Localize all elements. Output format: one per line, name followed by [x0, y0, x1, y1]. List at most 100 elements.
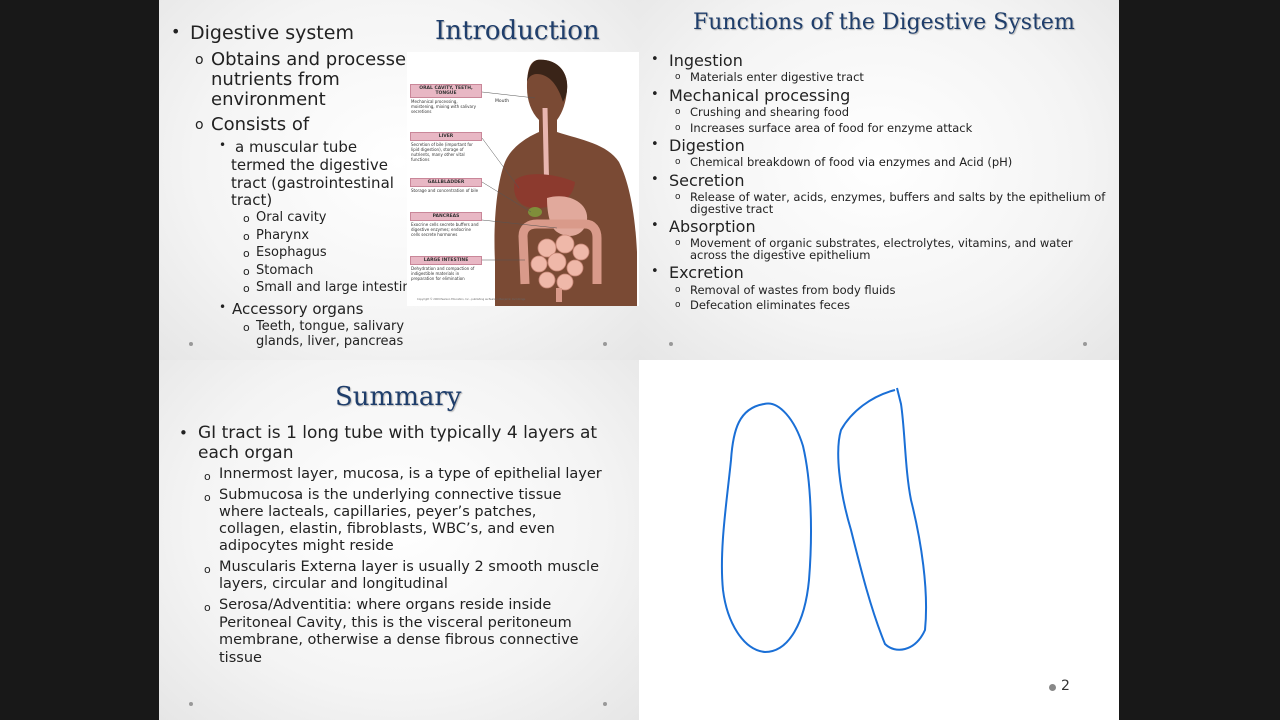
bullet-line: tract) — [231, 191, 273, 209]
summary-line: tissue — [219, 650, 262, 666]
slide-dot — [1049, 684, 1056, 691]
page-number: 2 — [1061, 678, 1070, 694]
function-detail: Materials enter digestive tract — [690, 70, 864, 84]
summary-line: GI tract is 1 long tube with typically 4… — [198, 423, 598, 443]
bullet-marker: • — [171, 22, 181, 41]
sub-bullet-marker: o — [675, 72, 681, 82]
sub-bullet-marker: o — [243, 212, 250, 225]
list-item: Esophagus — [256, 245, 327, 260]
slide-title: Functions of the Digestive System — [693, 10, 1075, 35]
sub-bullet-marker: o — [243, 265, 250, 278]
function-heading-ingestion: Ingestion — [669, 51, 743, 70]
label-large-intestine: LARGE INTESTINE Dehydration and compacti… — [410, 256, 482, 282]
label-heading: LIVER — [410, 132, 482, 141]
sub-bullet-line: nutrients from — [211, 69, 340, 90]
function-detail: Increases surface area of food for enzym… — [690, 121, 973, 135]
sub-bullet-marker: o — [243, 282, 250, 295]
bullet-marker: • — [651, 218, 659, 233]
label-description: Mechanical processing, moistening, mixin… — [411, 99, 477, 114]
label-heading: PANCREAS — [410, 212, 482, 221]
sub-bullet-line: Obtains and processe — [211, 49, 407, 70]
sub-bullet-marker: o — [675, 238, 681, 248]
function-detail: across the digestive epithelium — [690, 248, 871, 262]
mouth-label: Mouth — [495, 99, 510, 104]
bullet-line: tract (gastrointestinal — [231, 174, 394, 192]
sub-bullet-marker: o — [675, 157, 681, 167]
slide-title: Summary — [335, 382, 462, 412]
sub-bullet-marker: o — [675, 300, 681, 310]
slide-summary[interactable]: Summary • GI tract is 1 long tube with t… — [159, 360, 639, 720]
label-description: Exocrine cells secrete buffers and diges… — [411, 222, 479, 237]
digestive-anatomy-figure: Mouth ORAL CAVITY, TEETH, TONGUE Mechani… — [407, 52, 639, 306]
sub-bullet-marker: o — [204, 491, 211, 504]
summary-line: Submucosa is the underlying connective t… — [219, 487, 562, 503]
list-item: Small and large intestine — [256, 280, 419, 295]
function-heading-digestion: Digestion — [669, 136, 745, 155]
list-item: Pharynx — [256, 228, 310, 243]
sub-bullet-marker: o — [204, 470, 211, 483]
bullet-marker: • — [651, 172, 659, 187]
label-gallbladder: GALLBLADDER Storage and concentration of… — [410, 178, 482, 194]
sub-bullet-marker: o — [243, 247, 250, 260]
slide-title: Introduction — [435, 16, 600, 46]
bullet-marker: • — [219, 300, 227, 314]
summary-line: each organ — [198, 443, 294, 463]
sub-bullet-marker: o — [675, 192, 681, 202]
function-heading-absorption: Absorption — [669, 217, 756, 236]
slide-dot — [189, 702, 193, 706]
bullet-marker: • — [219, 138, 227, 152]
human-torso-illustration — [481, 59, 637, 306]
label-heading: ORAL CAVITY, TEETH, TONGUE — [410, 84, 482, 98]
summary-line: adipocytes might reside — [219, 538, 394, 554]
sub-bullet-marker: o — [675, 285, 681, 295]
slide-grid: • Digestive system o Obtains and process… — [159, 0, 1119, 720]
slide-introduction[interactable]: • Digestive system o Obtains and process… — [159, 0, 639, 360]
label-pancreas: PANCREAS Exocrine cells secrete buffers … — [410, 212, 482, 238]
summary-line: collagen, elastin, fibroblasts, WBC’s, a… — [219, 521, 555, 537]
list-item: Teeth, tongue, salivary — [256, 319, 405, 334]
bullet-marker: • — [651, 52, 659, 67]
summary-line: Peritoneal Cavity, this is the visceral … — [219, 615, 572, 631]
summary-line: layers, circular and longitudinal — [219, 576, 448, 592]
sub-bullet-marker: o — [243, 230, 250, 243]
function-detail: digestive tract — [690, 202, 774, 216]
function-heading-secretion: Secretion — [669, 171, 745, 190]
sub-bullet-line: environment — [211, 89, 326, 110]
sub-bullet-marker: o — [204, 601, 211, 614]
function-heading-mechanical: Mechanical processing — [669, 86, 851, 105]
bullet-marker: • — [179, 424, 188, 442]
label-oral-cavity: ORAL CAVITY, TEETH, TONGUE Mechanical pr… — [410, 84, 482, 115]
bullet-line: termed the digestive — [231, 156, 388, 174]
slide-dot — [669, 342, 673, 346]
figure-copyright: Copyright © 2009 Pearson Education, Inc.… — [417, 298, 526, 301]
function-detail: Release of water, acids, enzymes, buffer… — [690, 190, 1106, 204]
function-detail: Defecation eliminates feces — [690, 298, 851, 312]
slide-dot — [1083, 342, 1087, 346]
sub-bullet-marker: o — [243, 321, 250, 334]
function-detail: Crushing and shearing food — [690, 105, 850, 119]
summary-line: Serosa/Adventitia: where organs reside i… — [219, 597, 552, 613]
sub-bullet-marker: o — [204, 563, 211, 576]
function-detail: Removal of wastes from body fluids — [690, 283, 896, 297]
sub-bullet-marker: o — [195, 117, 204, 133]
label-heading: LARGE INTESTINE — [410, 256, 482, 265]
ink-drawing[interactable] — [639, 360, 1119, 720]
bullet-marker: • — [651, 137, 659, 152]
bullet-marker: • — [651, 87, 659, 102]
label-description: Dehydration and compaction of indigestib… — [411, 266, 475, 281]
function-detail: Chemical breakdown of food via enzymes a… — [690, 155, 1013, 169]
bullet-digestive-system: Digestive system — [190, 22, 354, 44]
slide-dot — [603, 702, 607, 706]
slide-drawing-canvas[interactable]: 2 — [639, 360, 1119, 720]
function-detail: Movement of organic substrates, electrol… — [690, 236, 1073, 250]
ink-stroke-right-oval — [837, 387, 928, 651]
bullet-accessory-organs: Accessory organs — [232, 300, 364, 318]
label-liver: LIVER Secretion of bile (important for l… — [410, 132, 482, 163]
summary-line: Muscularis Externa layer is usually 2 sm… — [219, 559, 600, 575]
slide-dot — [603, 342, 607, 346]
slide-dot — [189, 342, 193, 346]
summary-line: membrane, otherwise a dense fibrous conn… — [219, 632, 579, 648]
list-item: Oral cavity — [256, 210, 327, 225]
label-heading: GALLBLADDER — [410, 178, 482, 187]
slide-functions[interactable]: Functions of the Digestive System • Inge… — [639, 0, 1119, 360]
